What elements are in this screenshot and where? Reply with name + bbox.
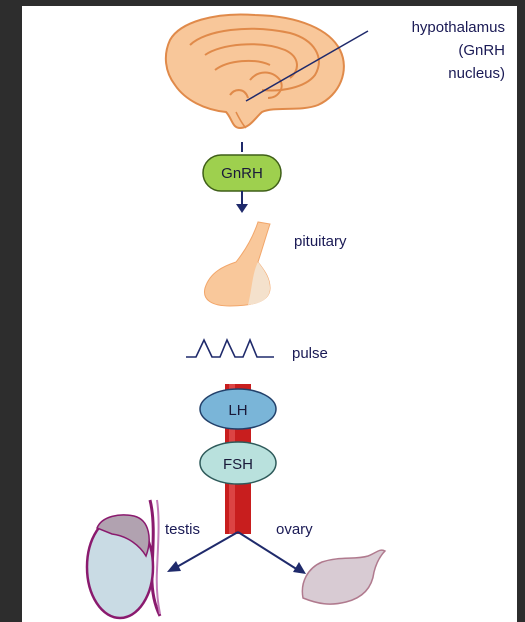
testis-label: testis [165,518,200,541]
hypothalamus-label-line3: nucleus) [345,62,505,85]
fsh-label: FSH [223,456,253,473]
hypothalamus-brain-icon [166,14,344,128]
testis-icon [87,500,160,618]
lh-pill: LH [200,389,276,429]
hypothalamus-label-line1: hypothalamus [345,16,505,39]
gnrh-label: GnRH [221,165,263,182]
gnrh-pill: GnRH [203,155,281,191]
pulse-wave-icon [186,340,274,357]
ovary-label: ovary [276,518,313,541]
pulse-label: pulse [292,342,328,365]
pituitary-gland-icon [204,222,270,306]
fsh-pill: FSH [200,442,276,484]
gnrh-arrowhead [236,204,248,213]
lh-label: LH [228,402,247,419]
hypothalamus-label-line2: (GnRH [345,39,505,62]
ovary-icon [302,550,385,604]
hypothalamus-label: hypothalamus (GnRH nucleus) [345,16,505,85]
pituitary-label: pituitary [294,230,347,253]
